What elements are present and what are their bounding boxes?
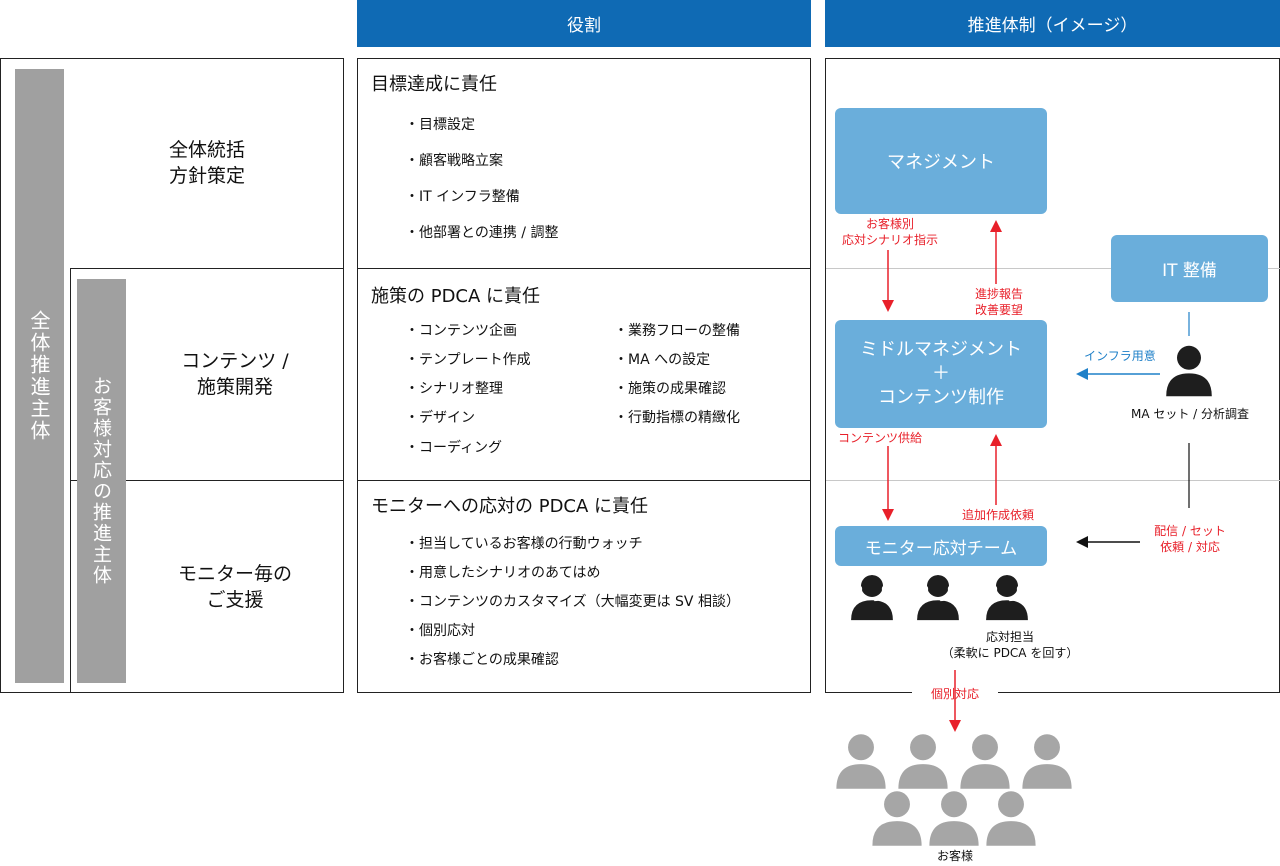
role-item: ・テンプレート作成	[405, 352, 531, 368]
progress-report-label: 進捗報告 改善要望	[974, 287, 1023, 317]
role-item: ・業務フローの整備	[614, 323, 740, 339]
customer-person-icon	[929, 791, 979, 846]
role-item: ・MA への設定	[614, 352, 711, 368]
row-label-monitor: モニター毎の ご支援	[177, 562, 292, 611]
role-item: ・施策の成果確認	[614, 381, 726, 397]
structure-divider-1	[826, 268, 1280, 269]
left-row-divider-1	[70, 268, 344, 269]
role-item: ・顧客戦略立案	[405, 153, 503, 169]
content-supply-label: コンテンツ供給	[838, 431, 923, 445]
role-title-pdca: 施策の PDCA に責任	[371, 286, 541, 307]
role-item: ・コンテンツのカスタマイズ（大幅変更は SV 相談）	[405, 594, 740, 610]
customer-person-icon	[1022, 734, 1072, 789]
role-title-goal: 目標達成に責任	[371, 74, 497, 95]
infra-label: インフラ用意	[1084, 349, 1156, 363]
overall-driver-bar: 全体推進主体	[15, 69, 64, 683]
customer-person-icon	[836, 734, 886, 789]
role-item: ・コーディング	[405, 440, 503, 456]
role-item: ・コンテンツ企画	[405, 323, 517, 339]
customer-label: お客様	[936, 849, 973, 863]
header-role: 役割	[357, 0, 811, 47]
management-box: マネジメント	[835, 108, 1047, 214]
middle-management-box: ミドルマネジメント ＋ コンテンツ制作	[835, 320, 1047, 428]
additional-request-label: 追加作成依頼	[961, 508, 1034, 522]
left-row-divider-2	[70, 480, 344, 481]
operator-icon	[850, 572, 894, 622]
header-structure: 推進体制（イメージ）	[825, 0, 1280, 47]
role-item: ・行動指標の精緻化	[614, 410, 740, 426]
operator-icon	[916, 572, 960, 622]
customer-person-icon	[986, 791, 1036, 846]
role-item: ・用意したシナリオのあてはめ	[405, 565, 601, 581]
roles-divider-2	[357, 480, 811, 481]
role-item: ・担当しているお客様の行動ウォッチ	[405, 536, 643, 552]
roles-divider-1	[357, 268, 811, 269]
ma-setup-label: MA セット / 分析調査	[1130, 407, 1250, 421]
delivery-request-label: 配信 / セット 依頼 / 対応	[1154, 524, 1226, 554]
roles-panel	[357, 58, 811, 693]
ma-person-icon	[1166, 345, 1212, 397]
role-item: ・個別応対	[405, 623, 475, 639]
role-item: ・お客様ごとの成果確認	[405, 652, 559, 668]
customer-person-icon	[898, 734, 948, 789]
operator-icon	[985, 572, 1029, 622]
row-label-content: コンテンツ / 施策開発	[181, 350, 289, 398]
customer-person-icon	[960, 734, 1010, 789]
scenario-instruction-label: お客様別 応対シナリオ指示	[841, 217, 938, 247]
customer-person-icon	[872, 791, 922, 846]
role-item: ・シナリオ整理	[405, 381, 503, 397]
it-box: IT 整備	[1111, 235, 1268, 302]
operator-label: 応対担当 （柔軟に PDCA を回す）	[941, 630, 1079, 660]
role-item: ・目標設定	[405, 117, 475, 133]
row-label-overall: 全体統括 方針策定	[168, 139, 245, 187]
structure-divider-2	[826, 480, 1280, 481]
role-item: ・IT インフラ整備	[405, 189, 520, 205]
role-item: ・他部署との連携 / 調整	[405, 225, 559, 241]
customer-driver-bar: お客様対応の推進主体	[77, 279, 126, 683]
role-item: ・デザイン	[405, 410, 475, 426]
monitor-team-box: モニター応対チーム	[835, 526, 1047, 566]
role-title-monitor: モニターへの応対の PDCA に責任	[371, 496, 649, 517]
